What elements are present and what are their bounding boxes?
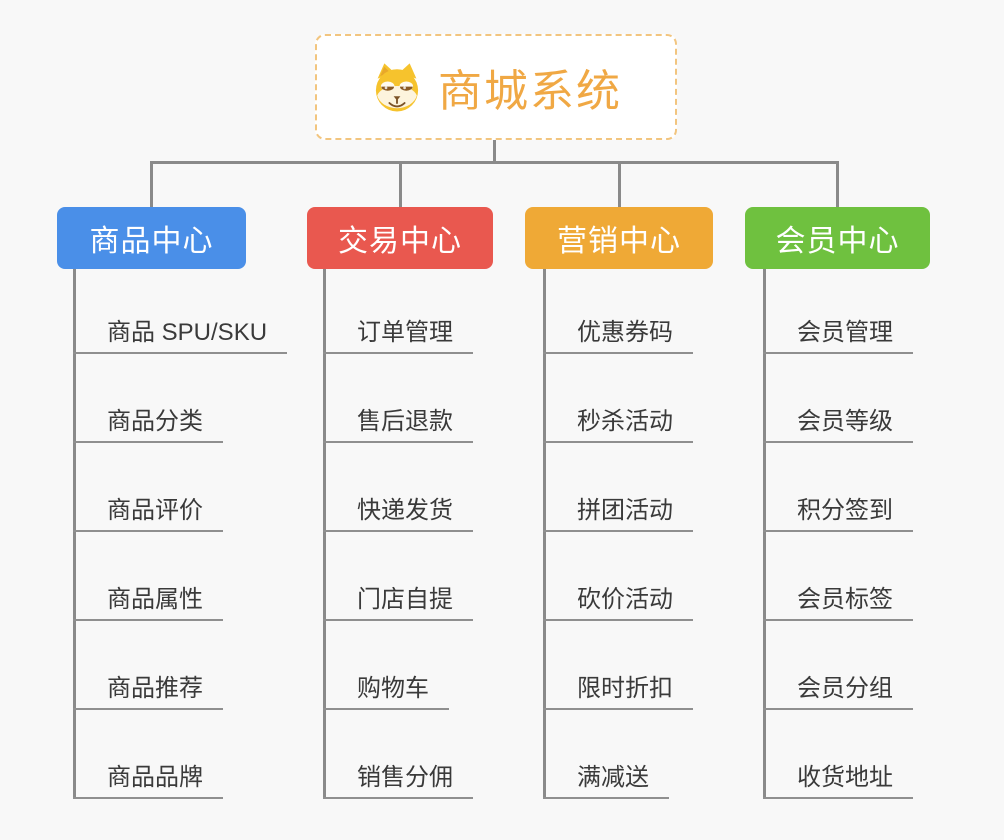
branch-node-marketing[interactable]: 营销中心 [525,207,713,269]
leaf-node[interactable]: 销售分佣 [323,755,473,799]
leaf-node[interactable]: 会员等级 [763,399,913,443]
leaf-node[interactable]: 砍价活动 [543,577,693,621]
branch-drop-connector [618,161,621,210]
branch-drop-connector [150,161,153,210]
branch-node-products[interactable]: 商品中心 [57,207,246,269]
leaf-node[interactable]: 售后退款 [323,399,473,443]
leaf-node[interactable]: 订单管理 [323,310,473,354]
branch-label: 会员中心 [775,225,900,258]
leaf-node[interactable]: 购物车 [323,666,449,710]
leaf-node[interactable]: 优惠券码 [543,310,693,354]
leaf-node[interactable]: 商品属性 [73,577,223,621]
horizontal-connector [150,161,839,164]
branch-trunk-connector [323,269,326,799]
leaf-node[interactable]: 门店自提 [323,577,473,621]
leaf-node[interactable]: 商品 SPU/SKU [73,310,288,354]
leaf-node[interactable]: 会员管理 [763,310,913,354]
leaf-node[interactable]: 商品推荐 [73,666,223,710]
branch-trunk-connector [763,269,766,799]
branch-label: 营销中心 [557,225,681,258]
root-node[interactable]: 商城系统 [315,34,677,140]
branch-label: 交易中心 [338,225,462,258]
root-stem-connector [493,139,496,164]
leaf-node[interactable]: 商品评价 [73,488,223,532]
dog-face-icon [375,63,419,112]
leaf-node[interactable]: 积分签到 [763,488,913,532]
branch-node-members[interactable]: 会员中心 [745,207,930,269]
leaf-node[interactable]: 会员标签 [763,577,913,621]
leaf-node[interactable]: 会员分组 [763,666,913,710]
branch-node-trade[interactable]: 交易中心 [307,207,493,269]
leaf-node[interactable]: 快递发货 [323,488,473,532]
root-title: 商城系统 [438,67,622,116]
leaf-node[interactable]: 满减送 [543,755,669,799]
branch-trunk-connector [543,269,546,799]
leaf-node[interactable]: 限时折扣 [543,666,693,710]
leaf-node[interactable]: 商品品牌 [73,755,223,799]
leaf-node[interactable]: 拼团活动 [543,488,693,532]
branch-drop-connector [399,161,402,210]
branch-label: 商品中心 [89,225,214,258]
branch-trunk-connector [73,269,76,799]
leaf-node[interactable]: 收货地址 [763,755,913,799]
branch-drop-connector [836,161,839,210]
leaf-node[interactable]: 商品分类 [73,399,223,443]
leaf-node[interactable]: 秒杀活动 [543,399,693,443]
